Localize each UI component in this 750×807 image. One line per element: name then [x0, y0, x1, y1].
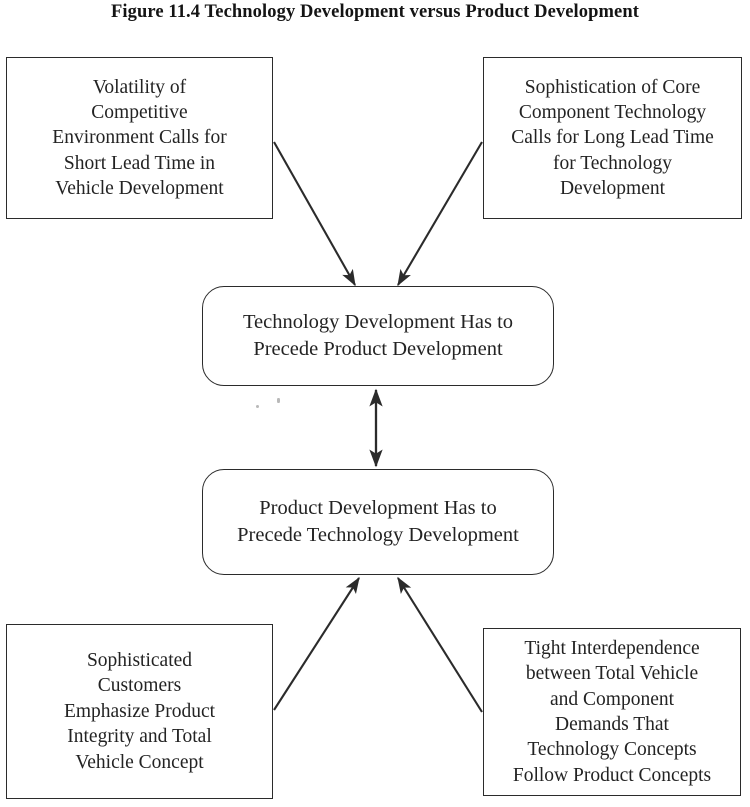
- node-label: Technology Development Has to Precede Pr…: [242, 310, 514, 360]
- scan-artifact-speck: [256, 405, 259, 408]
- node-label: Product Development Has to Precede Techn…: [237, 496, 519, 546]
- node-product-development-precedes-technology-development: Product Development Has to Precede Techn…: [202, 469, 554, 575]
- arrow-top-left-to-center-top: [273, 141, 356, 287]
- node-volatility-of-competitive-environment: Volatility of Competitive Environment Ca…: [6, 57, 273, 219]
- arrow-bottom-left-to-center-bottom: [273, 576, 360, 711]
- node-label: Tight Interdependence between Total Vehi…: [512, 637, 712, 786]
- node-sophistication-of-core-component-technology: Sophistication of Core Component Technol…: [483, 57, 742, 219]
- scan-artifact-speck: [277, 398, 280, 403]
- arrow-top-right-to-center-top: [397, 141, 483, 287]
- node-label: Sophisticated Customers Emphasize Produc…: [63, 650, 216, 773]
- node-sophisticated-customers: Sophisticated Customers Emphasize Produc…: [6, 624, 273, 799]
- figure-title: Figure 11.4 Technology Development versu…: [110, 2, 640, 22]
- node-label: Volatility of Competitive Environment Ca…: [52, 76, 227, 200]
- arrow-bottom-right-to-center-bottom: [397, 576, 483, 713]
- node-technology-development-precedes-product-development: Technology Development Has to Precede Pr…: [202, 286, 554, 386]
- node-tight-interdependence: Tight Interdependence between Total Vehi…: [483, 628, 741, 796]
- node-label: Sophistication of Core Component Technol…: [511, 76, 714, 200]
